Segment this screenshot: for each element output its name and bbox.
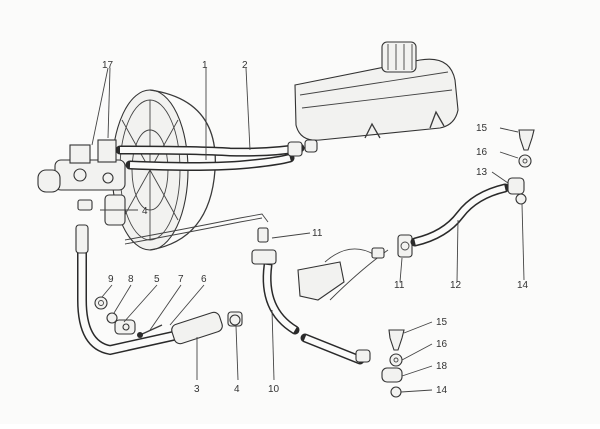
callout-15-bottom: 15: [436, 317, 448, 328]
callout-5: 5: [154, 274, 160, 285]
callout-16-bottom: 16: [436, 339, 448, 350]
callout-1: 1: [202, 60, 208, 71]
callout-17: 17: [102, 60, 114, 71]
master-cylinder: [37, 139, 126, 226]
hose-10: [251, 227, 371, 365]
callout-labels: 17 1 2 4 11 15 16 13 14 12 11 9 8 5 7 6 …: [102, 60, 529, 396]
brake-pipe: [124, 213, 269, 245]
callout-11-bottom: 11: [394, 280, 405, 291]
small-parts-cluster: [94, 296, 163, 338]
callout-10: 10: [268, 384, 280, 395]
callout-4-top: 4: [142, 206, 148, 217]
callout-8: 8: [128, 274, 134, 285]
right-bottom-fittings: [381, 329, 405, 398]
callout-7: 7: [178, 274, 184, 285]
callout-16-top: 16: [476, 147, 488, 158]
callout-4-bottom: 4: [234, 384, 240, 395]
callout-12: 12: [450, 280, 462, 291]
callout-13: 13: [476, 167, 488, 178]
hose-3: [75, 224, 243, 356]
brake-fluid-reservoir: [294, 41, 459, 141]
callout-3: 3: [194, 384, 200, 395]
callout-18: 18: [436, 361, 448, 372]
right-top-fittings: [515, 129, 535, 205]
callout-9: 9: [108, 274, 114, 285]
callout-14-top: 14: [517, 280, 529, 291]
callout-11-top: 11: [312, 228, 323, 239]
callout-6: 6: [201, 274, 207, 285]
reservoir-hoses: [115, 139, 318, 171]
leader-lines: [91, 67, 525, 393]
callout-2: 2: [242, 60, 248, 71]
hose-12: [397, 177, 525, 258]
callout-14-bottom: 14: [436, 385, 448, 396]
bracket: [297, 247, 389, 301]
callout-15-top: 15: [476, 123, 488, 134]
